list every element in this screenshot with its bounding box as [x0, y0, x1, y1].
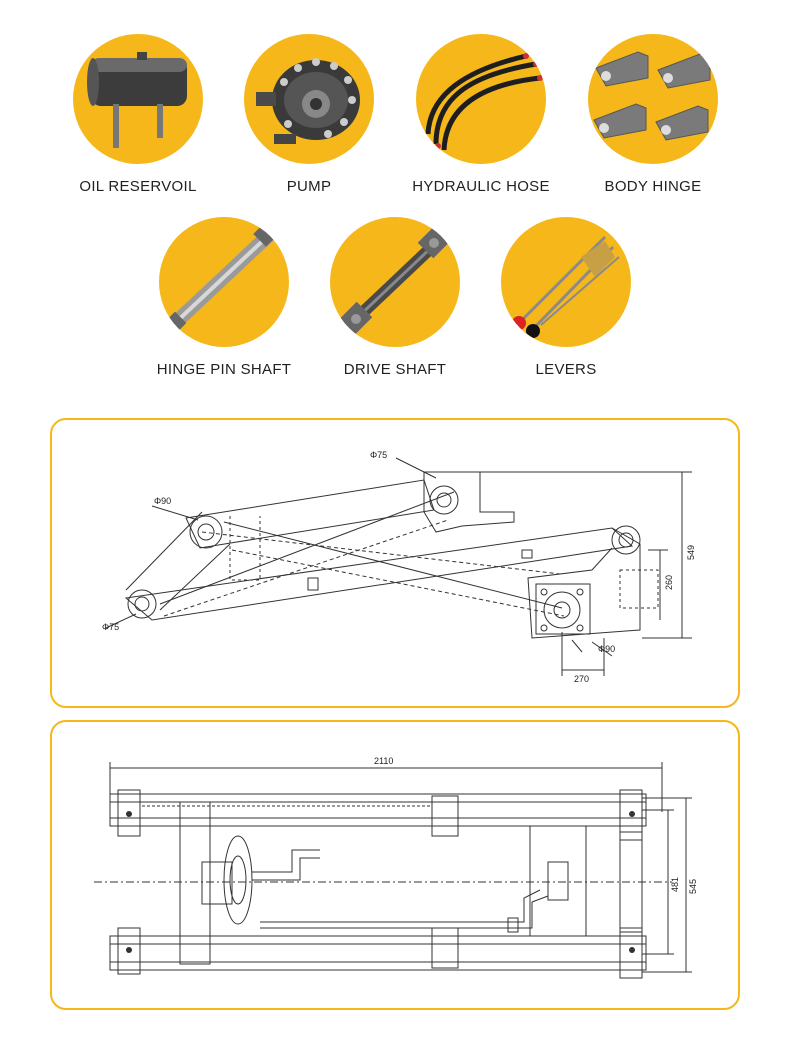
part-label: LEVERS [535, 361, 597, 378]
pump-icon [256, 58, 360, 144]
dim-545: 545 [688, 879, 698, 894]
side-view-drawing-panel: Φ75 Φ90 Φ75 Φ90 260 549 270 [50, 418, 740, 708]
part-label: HINGE PIN SHAFT [156, 361, 292, 378]
oil-reservoir-icon [87, 52, 187, 148]
part-image-circle [501, 217, 631, 347]
part-image-circle [73, 34, 203, 164]
dim-270: 270 [574, 674, 589, 684]
part-oil-reservoir: OIL RESERVOIL [58, 34, 218, 195]
top-view-drawing: 2110 481 545 [94, 756, 698, 979]
side-view-drawing: Φ75 Φ90 Φ75 Φ90 260 549 270 [102, 450, 696, 684]
part-label: PUMP [286, 178, 332, 195]
part-hydraulic-hose: HYDRAULIC HOSE [401, 34, 561, 195]
body-hinge-icon [593, 51, 711, 141]
dim-bottom-left-diameter: Φ75 [102, 622, 119, 632]
hydraulic-hose-icon [425, 53, 543, 151]
part-label: BODY HINGE [604, 178, 702, 195]
levers-icon [512, 235, 620, 338]
part-drive-shaft: DRIVE SHAFT [315, 217, 475, 378]
top-view-drawing-panel: 2110 481 545 [50, 720, 740, 1010]
dim-481: 481 [670, 877, 680, 892]
part-image-circle [244, 34, 374, 164]
part-label: OIL RESERVOIL [79, 178, 197, 195]
dim-bottom-right-diameter: Φ90 [598, 644, 615, 654]
dim-overall-length: 2110 [374, 756, 393, 766]
part-body-hinge: BODY HINGE [573, 34, 733, 195]
dim-top-diameter: Φ75 [370, 450, 387, 460]
drive-shaft-icon [339, 225, 451, 335]
part-image-circle [416, 34, 546, 164]
part-hinge-pin-shaft: HINGE PIN SHAFT [144, 217, 304, 378]
part-levers: LEVERS [486, 217, 646, 378]
dim-260: 260 [664, 575, 674, 590]
part-image-circle [330, 217, 460, 347]
part-label: HYDRAULIC HOSE [412, 178, 550, 195]
part-pump: PUMP [229, 34, 389, 195]
dim-left-diameter: Φ90 [154, 496, 171, 506]
part-label: DRIVE SHAFT [343, 361, 447, 378]
part-image-circle [588, 34, 718, 164]
dim-549: 549 [686, 545, 696, 560]
hinge-pin-shaft-icon [163, 221, 279, 335]
part-image-circle [159, 217, 289, 347]
